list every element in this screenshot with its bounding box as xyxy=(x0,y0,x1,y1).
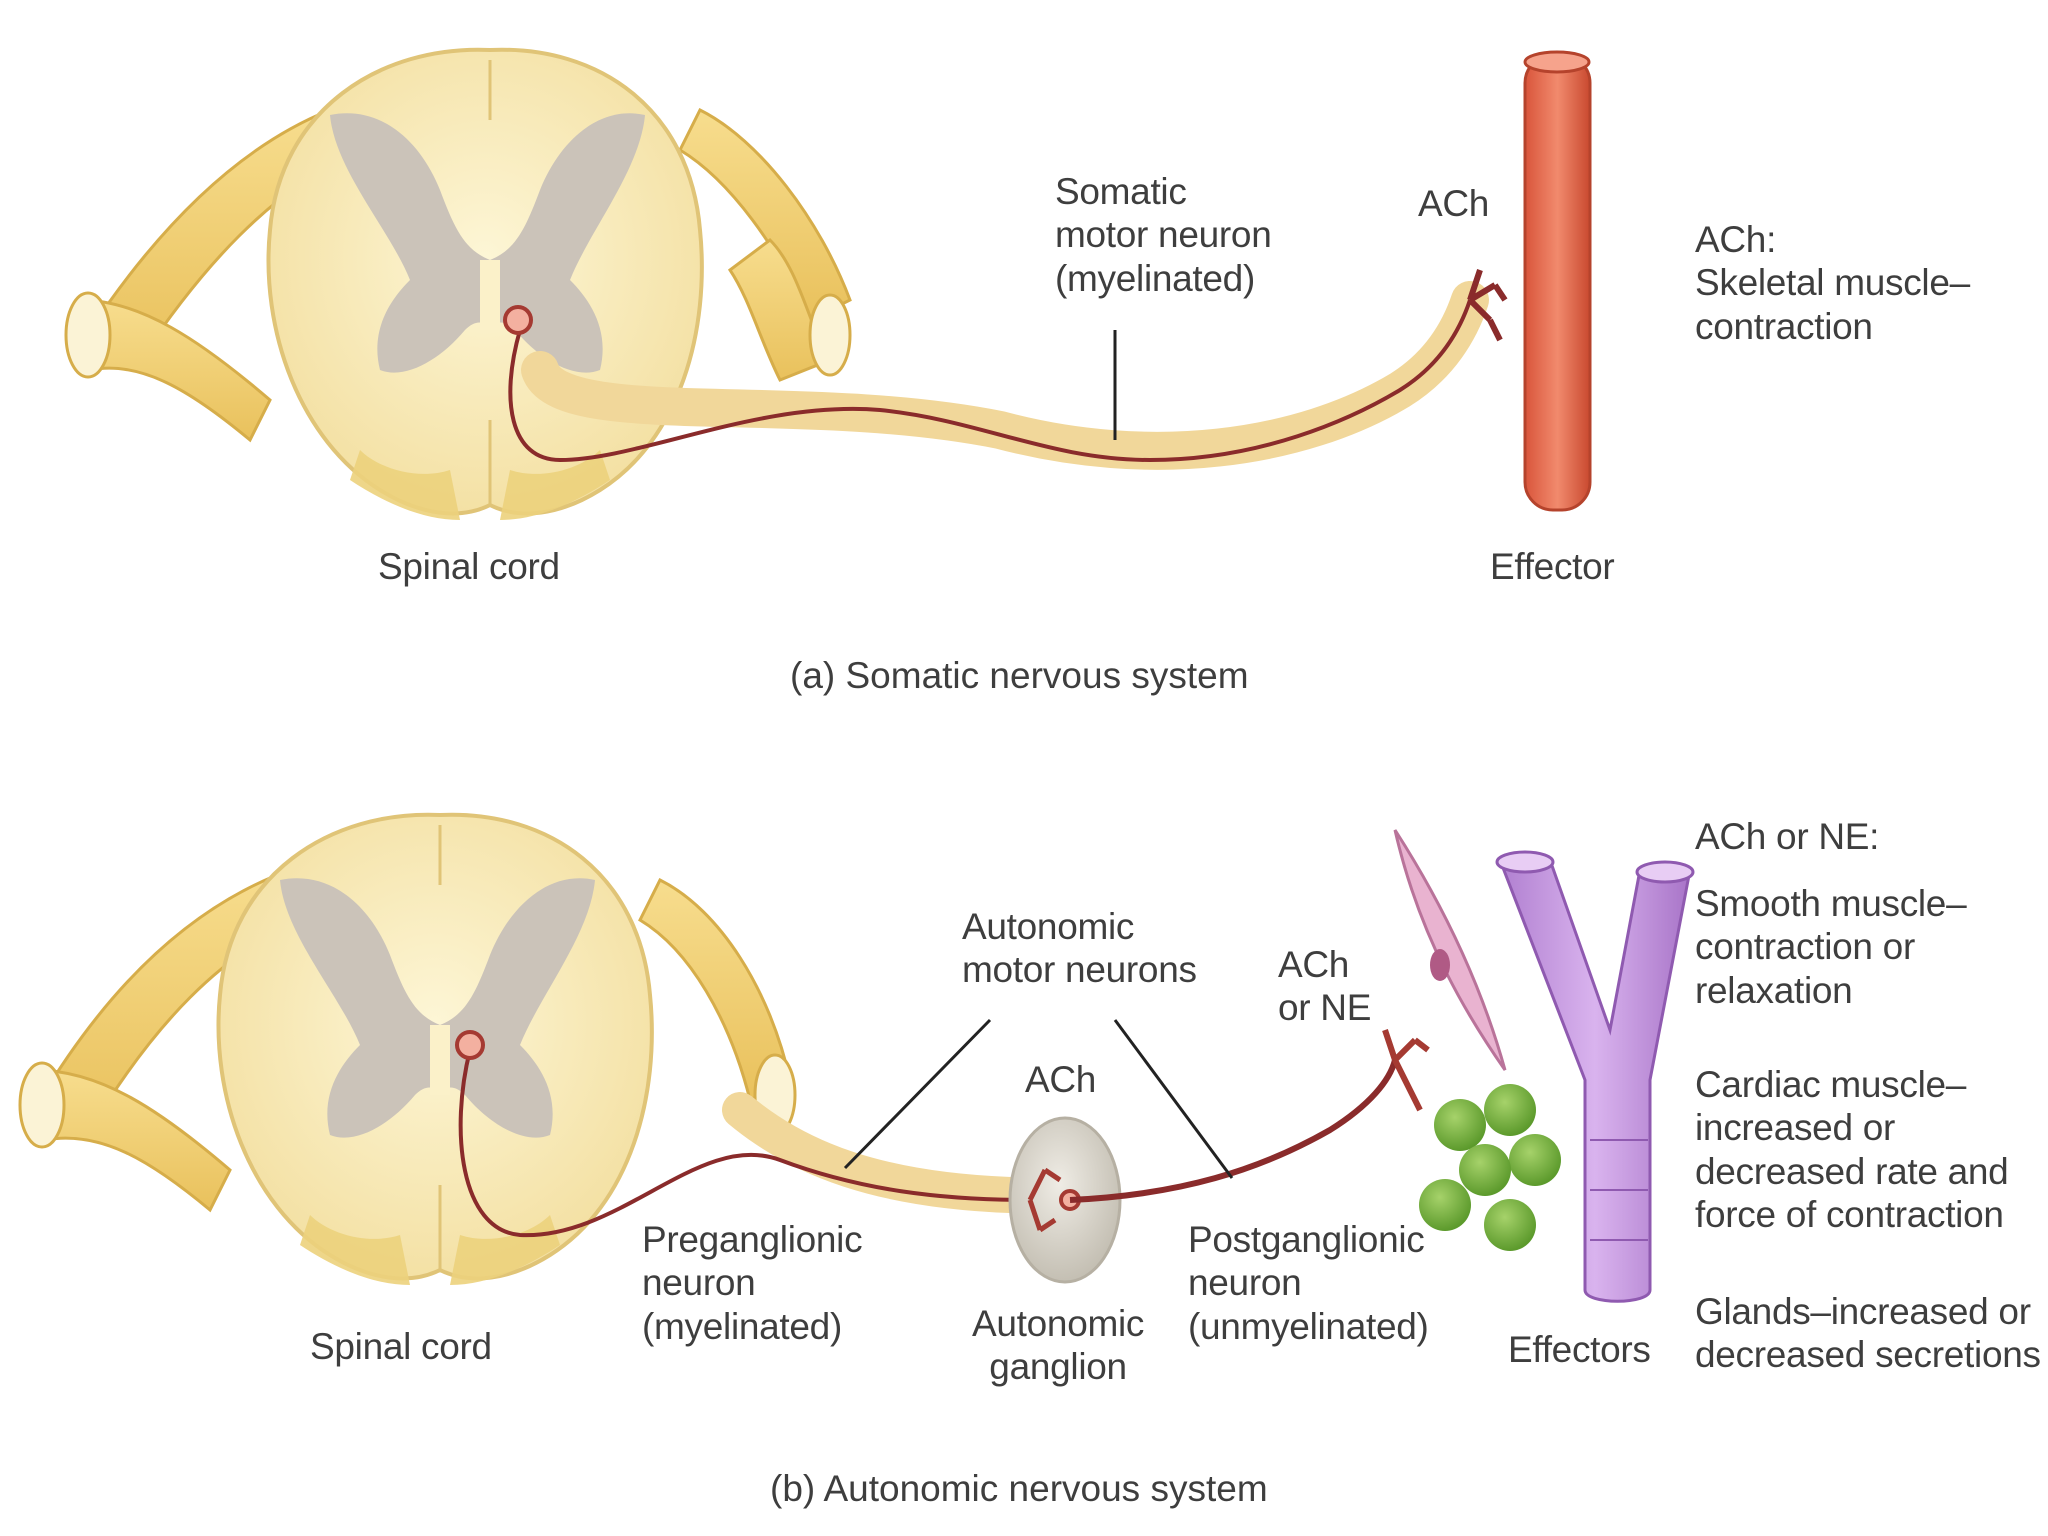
gland-effector xyxy=(1419,1084,1561,1251)
smooth-effect-line-2: contraction or xyxy=(1695,926,1915,968)
somatic-motor-neuron-label: Somatic motor neuron (myelinated) xyxy=(1055,170,1272,300)
preganglionic-line-3: (myelinated) xyxy=(642,1305,842,1347)
terminal-transmitter-line-1: ACh xyxy=(1278,944,1350,985)
glands-effect-line-2: decreased secretions xyxy=(1695,1334,2041,1376)
postganglionic-line-3: (unmyelinated) xyxy=(1188,1305,1429,1347)
cardiac-effect-line-1: Cardiac muscle– xyxy=(1695,1064,1967,1105)
somatic-neuron-line-1: Somatic xyxy=(1055,171,1187,212)
ach-ganglion-label: ACh xyxy=(1025,1059,1097,1100)
effectors-label-b: Effectors xyxy=(1508,1329,1651,1370)
somatic-neuron-line-3: (myelinated) xyxy=(1055,257,1255,299)
spinal-cord-cross-section-b xyxy=(216,812,654,1285)
ach-label-a: ACh xyxy=(1418,183,1490,224)
smooth-effect-line-3: relaxation xyxy=(1695,969,1853,1011)
autonomic-ganglion-label: Autonomic ganglion xyxy=(972,1302,1144,1389)
cardiac-muscle-effect: Cardiac muscle– increased or decreased r… xyxy=(1695,1063,2009,1236)
caption-b: (b) Autonomic nervous system xyxy=(770,1468,1268,1509)
cardiac-effect-line-4: force of contraction xyxy=(1695,1193,2004,1235)
spinal-cord-label-b: Spinal cord xyxy=(310,1326,492,1367)
panel-b-autonomic xyxy=(18,812,1695,1303)
somatic-effect-line-2: Skeletal muscle– xyxy=(1695,262,1970,304)
somatic-effect-line-1: ACh: xyxy=(1695,219,1777,260)
glands-effect: Glands–increased or decreased secretions xyxy=(1695,1290,2041,1377)
autonomic-ganglion xyxy=(1008,1116,1122,1284)
postganglionic-line-1: Postganglionic xyxy=(1188,1219,1425,1260)
ganglion-line-1: Autonomic xyxy=(972,1303,1145,1344)
somatic-neuron-line-2: motor neuron xyxy=(1055,214,1272,256)
caption-a: (a) Somatic nervous system xyxy=(790,655,1249,696)
panel-a-somatic xyxy=(64,47,1592,520)
autonomic-leader-lines xyxy=(843,1018,1234,1179)
postganglionic-line-2: neuron xyxy=(1188,1262,1302,1304)
autonomic-neurons-line-1: Autonomic xyxy=(962,906,1135,947)
preganglionic-line-1: Preganglionic xyxy=(642,1219,863,1260)
bronchi-effector xyxy=(1495,850,1695,1303)
skeletal-muscle-effector xyxy=(1523,50,1592,512)
somatic-effect-line-3: contraction xyxy=(1695,305,1873,347)
smooth-muscle-effect: Smooth muscle– contraction or relaxation xyxy=(1695,882,1967,1012)
spinal-cord-label-a: Spinal cord xyxy=(378,546,560,587)
postganglionic-neuron-label: Postganglionic neuron (unmyelinated) xyxy=(1188,1218,1429,1348)
preganglionic-line-2: neuron xyxy=(642,1262,756,1304)
smooth-muscle-cell-effector xyxy=(1393,829,1507,1071)
preganglionic-neuron-label: Preganglionic neuron (myelinated) xyxy=(642,1218,863,1348)
autonomic-neurons-line-2: motor neurons xyxy=(962,949,1197,991)
postganglionic-neuron xyxy=(1069,1029,1430,1203)
preganglionic-neuron xyxy=(455,1030,1031,1238)
autonomic-effect-heading: ACh or NE: xyxy=(1695,816,1880,857)
ganglion-line-2: ganglion xyxy=(989,1346,1127,1388)
somatic-motor-neuron xyxy=(503,269,1508,470)
effector-label-a: Effector xyxy=(1490,546,1615,587)
glands-effect-line-1: Glands–increased or xyxy=(1695,1291,2031,1332)
terminal-transmitter-line-2: or NE xyxy=(1278,987,1372,1029)
cardiac-effect-line-2: increased or xyxy=(1695,1107,1896,1149)
ach-or-ne-terminal-label: ACh or NE xyxy=(1278,943,1371,1030)
smooth-effect-line-1: Smooth muscle– xyxy=(1695,883,1967,924)
cardiac-effect-line-3: decreased rate and xyxy=(1695,1150,2009,1192)
autonomic-motor-neurons-label: Autonomic motor neurons xyxy=(962,905,1197,992)
somatic-effect-description: ACh: Skeletal muscle– contraction xyxy=(1695,218,1970,348)
